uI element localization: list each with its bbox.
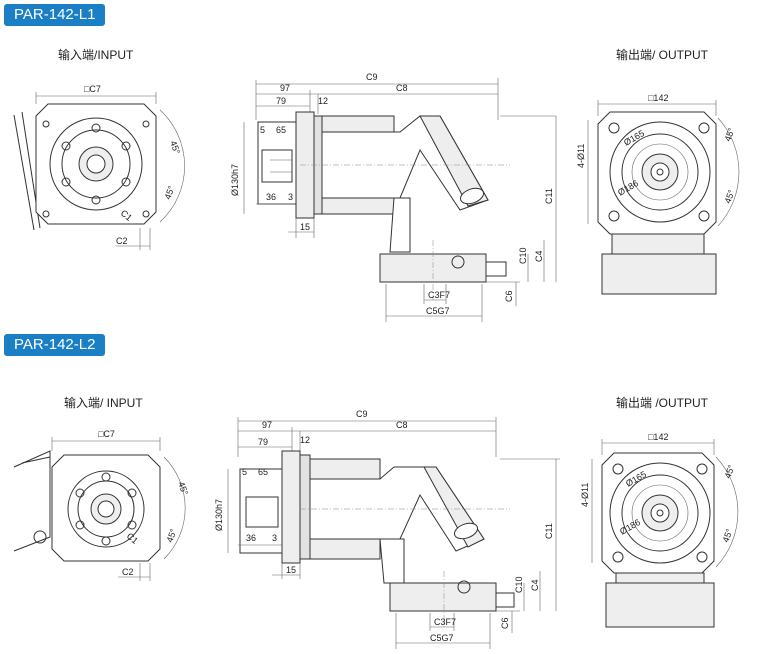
dim-79: 79 <box>276 96 286 106</box>
dim-c11-l2: C11 <box>544 523 554 539</box>
dim-out-angle-b-l2: 45° <box>720 527 734 544</box>
dim-c8-l2: C8 <box>396 420 408 430</box>
dim-c8: C8 <box>396 83 408 93</box>
dim-out-angle-a-l2: 45° <box>722 463 736 480</box>
input-view-l2: □C7 45° 45° C1 C2 <box>13 429 190 581</box>
dim-c5-l2: C5G7 <box>430 633 454 643</box>
dim-out-angle-b: 45° <box>722 188 736 205</box>
dim-c2-l2: C2 <box>122 567 134 577</box>
dim-holes-l2: 4-Ø11 <box>580 483 590 507</box>
dim-5-l2: 5 <box>242 467 247 477</box>
dim-15-l2: 15 <box>286 565 296 575</box>
input-view-l1: □C7 45° 45° C1 C2 <box>13 84 185 250</box>
dim-12-l2: 12 <box>300 435 310 445</box>
side-view-l2: C9 97 C8 79 12 5 65 Ø130h7 36 3 15 <box>214 409 560 649</box>
dim-c9-l2: C9 <box>356 409 368 419</box>
dim-c10: C10 <box>518 247 528 264</box>
dim-angle-b: 45° <box>162 184 176 201</box>
output-view-l2: □142 Ø165 Ø186 4-Ø11 45° 45° <box>580 432 739 628</box>
dim-c9: C9 <box>366 72 378 82</box>
dim-sq142-l2: □142 <box>648 432 668 442</box>
dim-holes: 4-Ø11 <box>576 144 586 168</box>
dim-97-l2: 97 <box>262 420 272 430</box>
dim-sq142: □142 <box>648 93 668 103</box>
output-view-l1: □142 Ø165 Ø186 4-Ø11 45° 45° <box>576 93 740 295</box>
dim-out-angle-a: 45° <box>722 126 736 143</box>
drawing-l2: □C7 45° 45° C1 C2 C9 97 C8 79 12 5 65 <box>13 409 739 649</box>
dim-angle-b-l2: 45° <box>164 527 178 544</box>
dim-c6-l2: C6 <box>500 617 510 629</box>
input-caption-l1: 输入端/INPUT <box>58 48 134 62</box>
dim-65-l2: 65 <box>258 467 268 477</box>
drawing-l1: □C7 45° 45° C1 C2 C9 97 C8 79 12 <box>13 72 740 322</box>
dim-c10-l2: C10 <box>514 576 524 593</box>
dim-c4: C4 <box>534 250 544 262</box>
dim-79-l2: 79 <box>258 437 268 447</box>
dim-c6: C6 <box>504 290 514 302</box>
model-badge-l2: PAR-142-L2 <box>4 334 106 356</box>
dim-65: 65 <box>276 125 286 135</box>
dim-3-l2: 3 <box>272 533 277 543</box>
dim-c3-l2: C3F7 <box>434 617 456 627</box>
dim-angle-a-l2: 45° <box>176 480 190 497</box>
dim-36-l2: 36 <box>246 533 256 543</box>
dim-3: 3 <box>288 192 293 202</box>
dim-15: 15 <box>300 222 310 232</box>
dim-c11: C11 <box>544 188 554 204</box>
model-badge-l1: PAR-142-L1 <box>4 4 106 26</box>
dim-c4-l2: C4 <box>530 579 540 591</box>
output-caption-l2: 输出端 /OUTPUT <box>616 396 708 410</box>
dim-c5: C5G7 <box>426 306 450 316</box>
dim-bore: Ø130h7 <box>230 164 240 196</box>
dim-angle-a: 45° <box>168 139 182 156</box>
dim-bore-l2: Ø130h7 <box>214 499 224 531</box>
dim-36: 36 <box>266 192 276 202</box>
dim-c7-l2: □C7 <box>98 429 115 439</box>
side-view-l1: C9 97 C8 79 12 5 65 Ø130h7 36 3 15 <box>230 72 557 322</box>
dim-97: 97 <box>280 83 290 93</box>
dim-c2: C2 <box>116 236 128 246</box>
dim-5: 5 <box>260 125 265 135</box>
dim-12: 12 <box>318 96 328 106</box>
output-caption-l1: 输出端/ OUTPUT <box>616 48 708 62</box>
dim-c7: □C7 <box>84 84 101 94</box>
input-caption-l2: 输入端/ INPUT <box>64 396 143 410</box>
dim-c3: C3F7 <box>428 290 450 300</box>
